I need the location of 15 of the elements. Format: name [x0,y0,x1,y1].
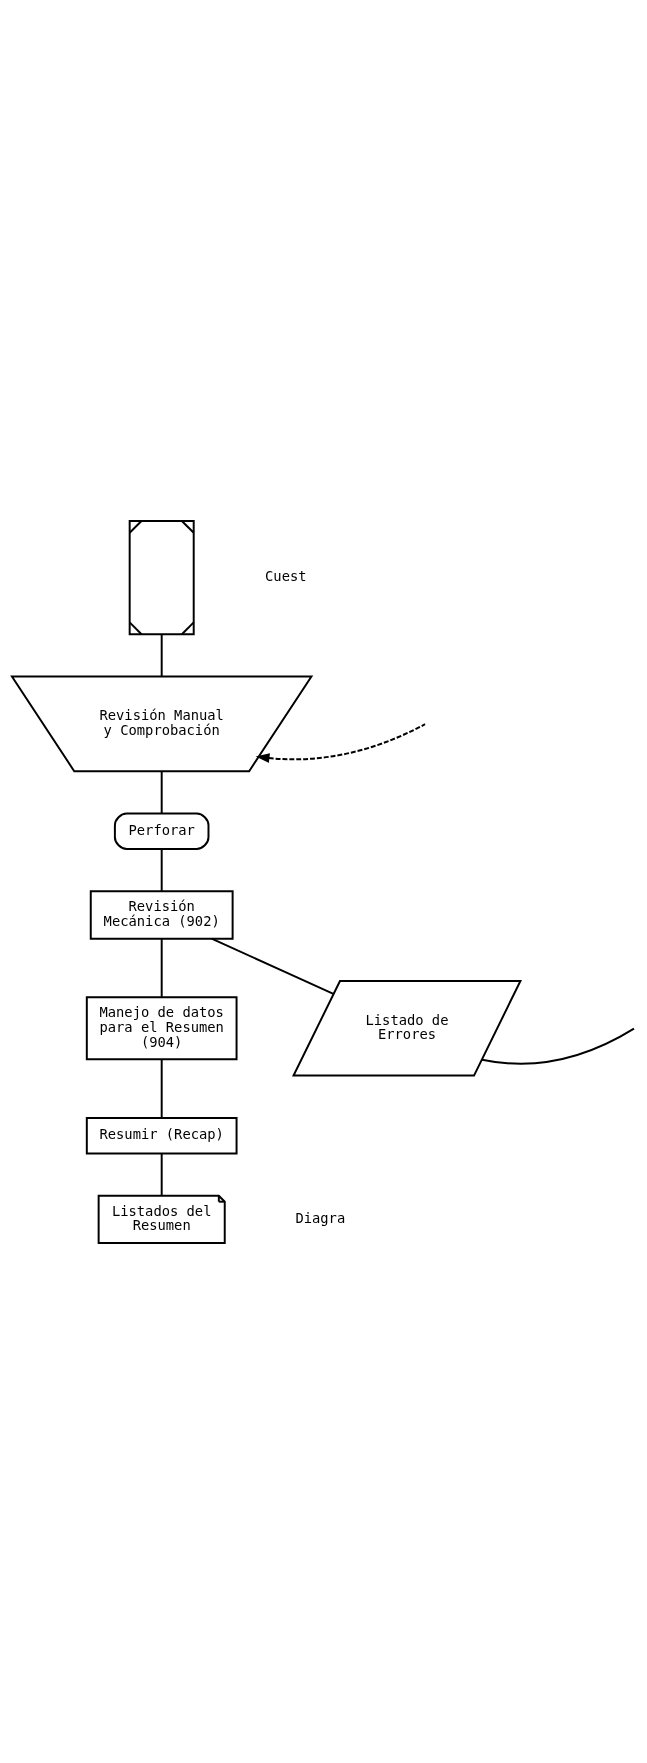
connector [481,1027,635,1065]
arrow [255,722,427,763]
node-box: Manejo de datos para el Resumen (904) [85,995,238,1060]
connector [210,937,335,995]
node-box: Resumir (Recap) [85,1116,238,1154]
node-box: Revisión Mecánica (902) [89,889,234,940]
node-box: Perforar [113,812,210,850]
connector [160,632,163,677]
connector [160,937,163,998]
connector [160,847,163,892]
connector [160,1152,163,1197]
connector [160,1058,163,1119]
label: Cuest [265,567,307,584]
label: Diagra [295,1209,346,1226]
connector [160,769,163,814]
